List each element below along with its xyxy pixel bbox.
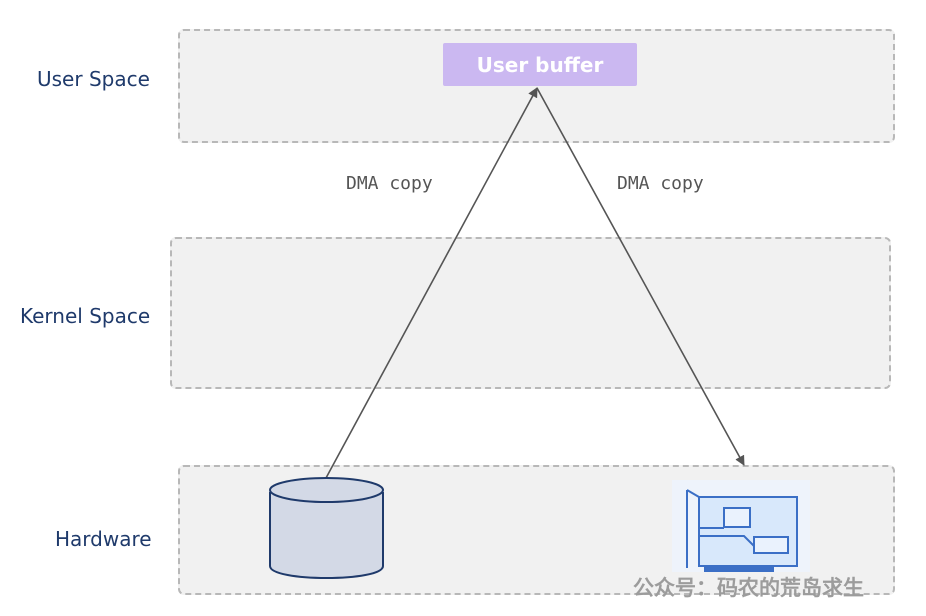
arrow-user-buffer-to-nic	[536, 87, 745, 466]
dma-copy-label-right: DMA copy	[617, 173, 704, 194]
arrow-disk-to-user-buffer	[325, 87, 538, 479]
kernel-space-label: Kernel Space	[20, 304, 151, 328]
disk-cylinder-icon	[269, 477, 384, 579]
kernel-space-band	[170, 237, 891, 389]
network-card-icon	[672, 480, 810, 572]
dma-copy-label-left: DMA copy	[346, 173, 433, 194]
watermark-text: 公众号：码农的荒岛求生	[633, 576, 864, 600]
user-space-label: User Space	[37, 67, 150, 91]
user-buffer-node: User buffer	[443, 43, 637, 86]
hardware-label: Hardware	[55, 527, 152, 551]
